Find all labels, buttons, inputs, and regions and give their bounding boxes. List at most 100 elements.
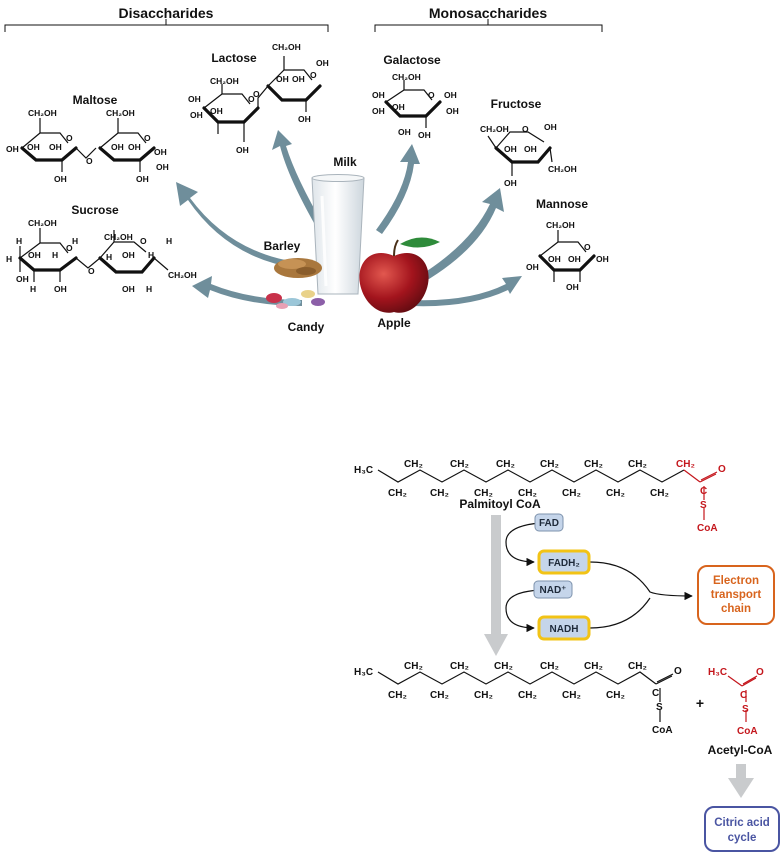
fructose-ch2oh-2: CH₂OH: [548, 164, 577, 174]
palmitoyl-ch2-11: CH₂: [606, 488, 625, 499]
short-ch2-12: CH₂: [628, 661, 647, 672]
mannose-oh-2: OH: [548, 254, 561, 264]
acetyl-coa-group: CoA: [737, 726, 758, 737]
sucrose-h-3: H: [52, 250, 58, 260]
lactose-oh-8: OH: [298, 114, 311, 124]
arrow-to-maltose: [176, 182, 296, 268]
mannose-ring-o: O: [584, 242, 591, 252]
palmitoyl-ch2-12: CH₂: [628, 459, 647, 470]
tca-line-2: cycle: [728, 832, 757, 844]
short-ch2-6: CH₂: [494, 661, 513, 672]
carbohydrate-panel: Disaccharides Monosaccharides Maltose Su…: [4, 5, 609, 334]
palmitoyl-ch2-3: CH₂: [430, 488, 449, 499]
fad-label: FAD: [539, 518, 559, 529]
maltose-ring-2: CH₂OH O OH OH OH OH OH: [98, 108, 169, 184]
maltose-label: Maltose: [73, 93, 118, 107]
acetyl-coa-structure: H₃C C O S CoA: [708, 667, 764, 737]
sucrose-ring-o-1: O: [66, 243, 73, 253]
palmitoyl-ch2-7: CH₂: [518, 488, 537, 499]
arrow-to-lactose: [272, 130, 324, 230]
palmitoyl-ch2-2: CH₂: [404, 459, 423, 470]
fadh2-label: FADH₂: [548, 558, 580, 569]
sucrose-h-7: H: [148, 250, 154, 260]
nad-label: NAD⁺: [540, 585, 567, 596]
plus-sign: +: [696, 695, 704, 711]
fructose-label: Fructose: [491, 97, 542, 111]
palmitoyl-coa-structure: H₃C CH₂ CH₂ CH₂ CH₂ CH₂ CH₂ CH₂ CH₂ CH₂ …: [354, 459, 726, 534]
candy-icon: [266, 290, 325, 309]
arrow-to-mannose: [412, 276, 522, 307]
electron-transport-chain-box: Electron transport chain: [697, 565, 775, 625]
galactose-oh-2: OH: [372, 106, 385, 116]
lactose-oh-2: OH: [190, 110, 203, 120]
short-carbonyl-o: O: [674, 666, 682, 677]
palmitoyl-carbonyl-c: C: [700, 486, 707, 497]
maltose-ring-o-1: O: [66, 133, 73, 143]
fadh2-pill: FADH₂: [537, 549, 591, 575]
galactose-ring-o: O: [428, 90, 435, 100]
maltose-ch2oh-1: CH₂OH: [28, 108, 57, 118]
palmitoyl-coa: CoA: [697, 523, 718, 534]
palmitoyl-ch2-4: CH₂: [450, 459, 469, 470]
sucrose-h-2: H: [6, 254, 12, 264]
acetyl-carbonyl-o: O: [756, 667, 764, 678]
short-ch2-11: CH₂: [606, 690, 625, 701]
sucrose-h-4: H: [30, 284, 36, 294]
lactose-glucose-ring: CH₂OH O OH OH OH OH: [266, 42, 329, 124]
sucrose-oh-4: OH: [122, 250, 135, 260]
lactose-structure: CH₂OH O OH OH OH OH O CH₂OH O OH OH OH O…: [188, 42, 329, 155]
sucrose-ch2oh-3: CH₂OH: [168, 270, 197, 280]
palmitoyl-ch2-13: CH₂: [650, 488, 669, 499]
maltose-oh-3: OH: [49, 142, 62, 152]
galactose-oh-3: OH: [392, 102, 405, 112]
galactose-label: Galactose: [383, 53, 441, 67]
galactose-oh-4: OH: [444, 90, 457, 100]
apple-label: Apple: [377, 316, 411, 330]
lactose-glyco-o: O: [253, 89, 260, 99]
disaccharides-bracket: Disaccharides: [4, 5, 329, 32]
milk-label: Milk: [333, 155, 357, 169]
maltose-oh-8: OH: [156, 162, 169, 172]
fad-pill: FAD: [534, 513, 564, 532]
sucrose-h-6: H: [106, 252, 112, 262]
short-h3c: H₃C: [354, 667, 373, 678]
maltose-ch2oh-2: CH₂OH: [106, 108, 135, 118]
maltose-ring-o-2: O: [144, 133, 151, 143]
etc-line-1: Electron: [713, 575, 759, 587]
palmitoyl-s: S: [700, 500, 707, 511]
palmitoyl-ch2-5: CH₂: [474, 488, 493, 499]
short-ch2-4: CH₂: [450, 661, 469, 672]
citric-acid-cycle-box: Citric acid cycle: [704, 806, 780, 852]
sucrose-ring-o-2: O: [140, 236, 147, 246]
mannose-oh-4: OH: [596, 254, 609, 264]
short-ch2-8: CH₂: [540, 661, 559, 672]
palmitoyl-ch2-9: CH₂: [562, 488, 581, 499]
palmitoyl-ch2-1: CH₂: [388, 488, 407, 499]
maltose-oh-9: OH: [136, 174, 149, 184]
sucrose-ch2oh-1: CH₂OH: [28, 218, 57, 228]
nadh-label: NADH: [550, 624, 579, 635]
sucrose-h-1: H: [16, 236, 22, 246]
mannose-ch2oh: CH₂OH: [546, 220, 575, 230]
mannose-oh-3: OH: [568, 254, 581, 264]
acetyl-h3c: H₃C: [708, 667, 727, 678]
short-coa: CoA: [652, 725, 673, 736]
acetyl-to-tca-arrow: [728, 764, 754, 798]
short-ch2-2: CH₂: [404, 661, 423, 672]
lactose-oh-5: OH: [276, 74, 289, 84]
short-ch2-10: CH₂: [584, 661, 603, 672]
tca-line-1: Citric acid: [714, 817, 770, 829]
lactose-oh-7: OH: [316, 58, 329, 68]
maltose-ring-1: CH₂OH O OH OH OH OH: [6, 108, 78, 184]
candy-label: Candy: [288, 320, 325, 334]
lactose-label: Lactose: [211, 51, 257, 65]
apple-icon: [359, 237, 440, 313]
galactose-oh-1: OH: [372, 90, 385, 100]
etc-line-3: chain: [721, 603, 751, 615]
shortened-acyl-coa-structure: H₃C CH₂ CH₂ CH₂ CH₂ CH₂ CH₂ CH₂ CH₂ CH₂ …: [354, 661, 682, 736]
lactose-ch2oh-1: CH₂OH: [210, 76, 239, 86]
acetyl-s: S: [742, 704, 749, 715]
galactose-structure: CH₂OH O OH OH OH OH OH OH OH: [372, 72, 459, 140]
sucrose-h-5: H: [72, 236, 78, 246]
